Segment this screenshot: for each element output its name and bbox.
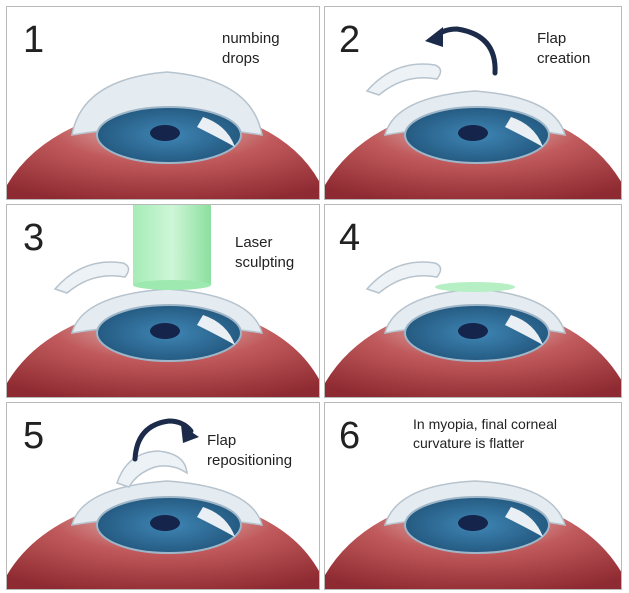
panel-5: 5 Flap repositioning — [6, 402, 320, 590]
step-caption: numbing drops — [222, 29, 280, 69]
step-number: 5 — [23, 417, 44, 455]
step-caption: Laser sculpting — [235, 233, 294, 273]
sculpted-area — [435, 282, 515, 292]
step-caption: Flap creation — [537, 29, 590, 69]
laser-beam — [133, 205, 211, 285]
corneal-flap — [367, 262, 441, 293]
panel-1: 1 numbing drops — [6, 6, 320, 200]
step-number: 2 — [339, 21, 360, 59]
panel-4: 4 — [324, 204, 622, 398]
eye-illustration-4 — [325, 205, 622, 398]
corneal-flap — [367, 64, 441, 95]
pupil — [150, 515, 180, 531]
step-caption: Flap repositioning — [207, 431, 292, 471]
step-number: 1 — [23, 21, 44, 59]
pupil — [458, 323, 488, 339]
step-number: 6 — [339, 417, 360, 455]
pupil — [458, 125, 488, 141]
pupil — [150, 125, 180, 141]
corneal-flap — [55, 262, 129, 293]
panel-3: 3 Laser sculpting — [6, 204, 320, 398]
pupil — [150, 323, 180, 339]
step-number: 4 — [339, 219, 360, 257]
panel-6: 6 In myopia, final corneal curvature is … — [324, 402, 622, 590]
panel-2: 2 Flap creation — [324, 6, 622, 200]
step-number: 3 — [23, 219, 44, 257]
laser-spot — [133, 280, 211, 290]
step-caption: In myopia, final corneal curvature is fl… — [413, 415, 557, 453]
pupil — [458, 515, 488, 531]
